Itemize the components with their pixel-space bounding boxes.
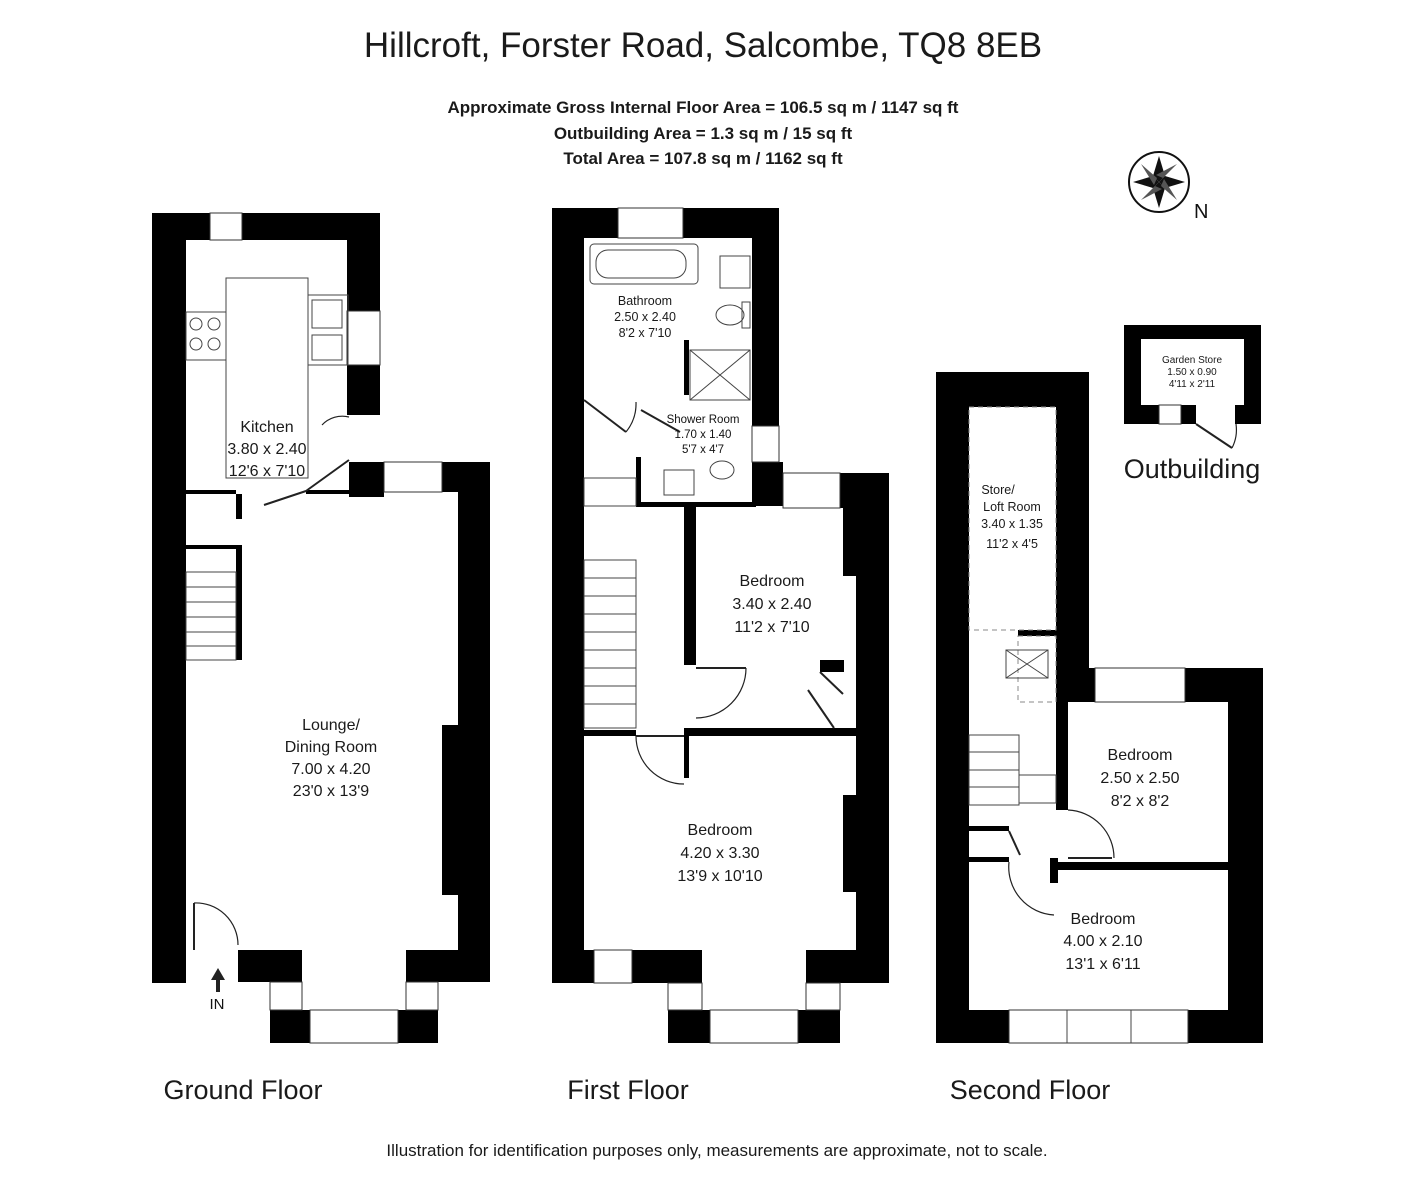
bedroom4-imperial: 13'1 x 6'11 bbox=[1065, 956, 1140, 973]
bedroom4-name: Bedroom bbox=[1071, 911, 1136, 928]
outbuilding-plan bbox=[1124, 325, 1261, 449]
bedroom1-imperial: 11'2 x 7'10 bbox=[734, 619, 809, 636]
entrance-arrow-icon bbox=[211, 968, 225, 992]
bedroom1-name: Bedroom bbox=[740, 573, 805, 590]
bedroom3-imperial: 8'2 x 8'2 bbox=[1111, 793, 1170, 810]
shower-room-metric: 1.70 x 1.40 bbox=[675, 429, 732, 441]
gross-area: Approximate Gross Internal Floor Area = … bbox=[448, 98, 959, 117]
bathroom-metric: 2.50 x 2.40 bbox=[614, 310, 676, 324]
lounge-name-line1: Lounge/ bbox=[302, 717, 360, 734]
outbuilding-label: Outbuilding bbox=[1124, 454, 1261, 484]
bedroom3-metric: 2.50 x 2.50 bbox=[1100, 770, 1179, 787]
compass-north-label: N bbox=[1194, 201, 1208, 223]
store-name-line2: Loft Room bbox=[983, 500, 1041, 514]
outbuilding-area: Outbuilding Area = 1.3 sq m / 15 sq ft bbox=[554, 124, 853, 143]
store-imperial: 11'2 x 4'5 bbox=[986, 537, 1038, 551]
bedroom4-metric: 4.00 x 2.10 bbox=[1063, 933, 1142, 950]
second-floor-plan bbox=[936, 372, 1263, 1044]
bathroom-imperial: 8'2 x 7'10 bbox=[619, 326, 672, 340]
bedroom3-name: Bedroom bbox=[1108, 747, 1173, 764]
lounge-name-line2: Dining Room bbox=[285, 739, 377, 756]
total-area: Total Area = 107.8 sq m / 1162 sq ft bbox=[563, 149, 843, 168]
garden-store-name: Garden Store bbox=[1162, 355, 1222, 366]
bedroom2-metric: 4.20 x 3.30 bbox=[680, 845, 759, 862]
shower-room-imperial: 5'7 x 4'7 bbox=[682, 444, 724, 456]
store-name-line1: Store/ bbox=[981, 483, 1015, 497]
bathroom-name: Bathroom bbox=[618, 294, 672, 308]
kitchen-name: Kitchen bbox=[240, 419, 293, 436]
ground-floor-plan bbox=[152, 212, 490, 1044]
entrance-label: IN bbox=[210, 996, 225, 1013]
first-floor-label: First Floor bbox=[567, 1075, 689, 1105]
bedroom2-imperial: 13'9 x 10'10 bbox=[677, 868, 762, 885]
shower-room-name: Shower Room bbox=[667, 414, 740, 426]
lounge-metric: 7.00 x 4.20 bbox=[291, 761, 370, 778]
bedroom1-metric: 3.40 x 2.40 bbox=[732, 596, 811, 613]
disclaimer: Illustration for identification purposes… bbox=[386, 1141, 1047, 1160]
garden-store-imperial: 4'11 x 2'11 bbox=[1169, 379, 1216, 390]
garden-store-metric: 1.50 x 0.90 bbox=[1167, 367, 1217, 378]
kitchen-metric: 3.80 x 2.40 bbox=[227, 441, 306, 458]
lounge-imperial: 23'0 x 13'9 bbox=[293, 783, 369, 800]
ground-floor-label: Ground Floor bbox=[163, 1075, 322, 1105]
store-metric: 3.40 x 1.35 bbox=[981, 517, 1043, 531]
first-floor-plan bbox=[552, 207, 889, 1044]
property-title: Hillcroft, Forster Road, Salcombe, TQ8 8… bbox=[364, 26, 1042, 65]
bedroom2-name: Bedroom bbox=[688, 822, 753, 839]
kitchen-imperial: 12'6 x 7'10 bbox=[229, 463, 305, 480]
second-floor-label: Second Floor bbox=[950, 1075, 1111, 1105]
compass-icon bbox=[1128, 151, 1190, 213]
